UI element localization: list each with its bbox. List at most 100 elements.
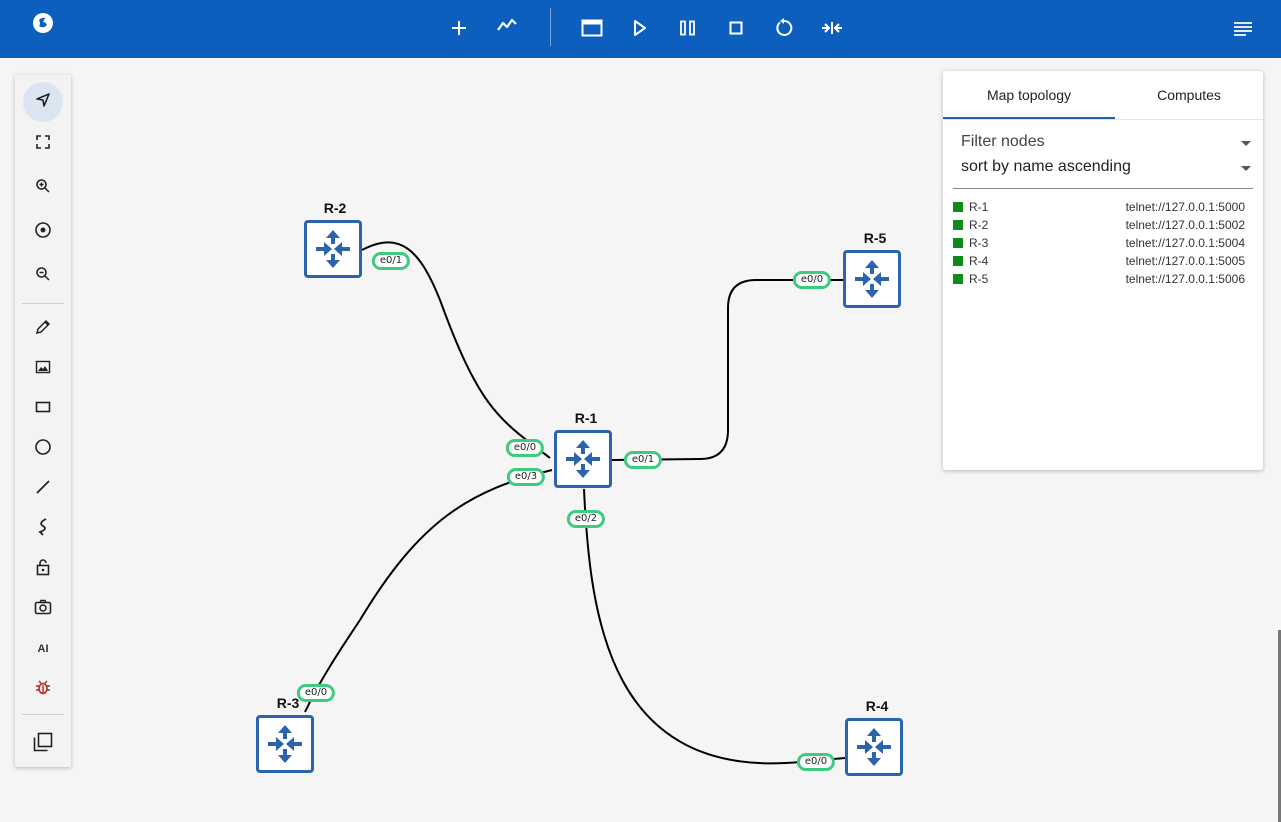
- filter-nodes-select[interactable]: Filter nodes: [961, 133, 1251, 155]
- node-label-r1: R-1: [574, 410, 598, 426]
- port-label-r1-e02[interactable]: e0/2: [566, 510, 606, 528]
- lock-button[interactable]: [23, 549, 63, 589]
- menu-button[interactable]: [1227, 14, 1259, 46]
- center-icon: [34, 221, 52, 244]
- tab-computes[interactable]: Computes: [1157, 87, 1221, 103]
- center-button[interactable]: [23, 212, 63, 252]
- rectangle-icon: [35, 400, 51, 418]
- status-indicator: [953, 238, 963, 248]
- console-window-button[interactable]: [576, 14, 608, 46]
- copy-button[interactable]: [23, 724, 63, 764]
- image-icon: [35, 359, 51, 380]
- router-icon: [566, 440, 600, 478]
- fit-screen-button[interactable]: [23, 124, 63, 164]
- node-label-r5: R-5: [863, 230, 887, 246]
- console-link[interactable]: telnet://127.0.0.1:5000: [1125, 200, 1245, 214]
- topology-canvas[interactable]: R-2 R-1 R-5 R-3 R-4 e0/1 e0/0 e0/3 e0/1 …: [0, 58, 1281, 822]
- toolbar-divider: [550, 8, 551, 46]
- dropdown-arrow-icon: [1241, 166, 1251, 171]
- pencil-icon: [35, 319, 51, 340]
- router-node-r5[interactable]: [843, 250, 901, 308]
- port-label-r3-e00[interactable]: e0/0: [296, 684, 336, 702]
- port-label-r1-e01[interactable]: e0/1: [623, 451, 663, 469]
- router-icon: [316, 230, 350, 268]
- tab-active-indicator: [943, 117, 1115, 119]
- console-link[interactable]: telnet://127.0.0.1:5006: [1125, 272, 1245, 286]
- zoom-out-icon: [35, 266, 51, 287]
- router-icon: [855, 260, 889, 298]
- select-tool-button[interactable]: [23, 82, 63, 122]
- tab-divider: [943, 119, 1263, 120]
- sort-select[interactable]: sort by name ascending: [961, 158, 1251, 180]
- router-node-r3[interactable]: [256, 715, 314, 773]
- top-toolbar: [0, 0, 1281, 58]
- list-item[interactable]: R-4 telnet://127.0.0.1:5005: [953, 253, 1245, 271]
- stop-icon: [728, 20, 744, 41]
- draw-rectangle-button[interactable]: [23, 389, 63, 429]
- port-label-r4-e00[interactable]: e0/0: [796, 753, 836, 771]
- link-r1-r3: [304, 469, 553, 713]
- curve-icon: [36, 517, 50, 541]
- tab-map-topology[interactable]: Map topology: [986, 87, 1072, 103]
- draw-curve-button[interactable]: [23, 509, 63, 549]
- list-item[interactable]: R-1 telnet://127.0.0.1:5000: [953, 199, 1245, 217]
- zoom-out-button[interactable]: [23, 256, 63, 296]
- link-r1-r2: [361, 241, 551, 459]
- suspend-button[interactable]: [672, 14, 704, 46]
- fit-screen-icon: [35, 134, 51, 155]
- list-item[interactable]: R-3 telnet://127.0.0.1:5004: [953, 235, 1245, 253]
- node-name: R-1: [969, 200, 989, 214]
- node-name: R-2: [969, 218, 989, 232]
- node-name: R-5: [969, 272, 989, 286]
- console-link[interactable]: telnet://127.0.0.1:5004: [1125, 236, 1245, 250]
- debug-button[interactable]: [23, 669, 63, 709]
- ai-button[interactable]: AI: [23, 629, 63, 669]
- scrollbar[interactable]: [1278, 630, 1281, 822]
- stop-button[interactable]: [720, 14, 752, 46]
- suspend-icon: [679, 20, 697, 41]
- screenshot-button[interactable]: [23, 589, 63, 629]
- list-item[interactable]: R-2 telnet://127.0.0.1:5002: [953, 217, 1245, 235]
- console-window-icon: [581, 19, 603, 42]
- list-item[interactable]: R-5 telnet://127.0.0.1:5006: [953, 271, 1245, 289]
- port-label-r1-e00[interactable]: e0/0: [505, 439, 545, 457]
- add-node-button[interactable]: [443, 14, 475, 46]
- router-node-r2[interactable]: [304, 220, 362, 278]
- reload-button[interactable]: [768, 14, 800, 46]
- zoom-in-button[interactable]: [23, 168, 63, 208]
- zoom-in-icon: [35, 178, 51, 199]
- console-link[interactable]: telnet://127.0.0.1:5002: [1125, 218, 1245, 232]
- port-label-r2-e01[interactable]: e0/1: [371, 252, 411, 270]
- capture-icon: [496, 17, 518, 38]
- node-name: R-3: [969, 236, 989, 250]
- collapse-button[interactable]: [816, 14, 848, 46]
- node-label-r3: R-3: [276, 695, 300, 711]
- node-name: R-4: [969, 254, 989, 268]
- dropdown-arrow-icon: [1241, 141, 1251, 146]
- node-label-r2: R-2: [323, 200, 347, 216]
- reload-icon: [774, 17, 794, 43]
- lock-icon: [36, 558, 50, 581]
- port-label-r1-e03[interactable]: e0/3: [506, 468, 546, 486]
- draw-line-button[interactable]: [23, 469, 63, 509]
- status-indicator: [953, 220, 963, 230]
- start-button[interactable]: [624, 14, 656, 46]
- copy-icon: [33, 732, 53, 757]
- app-logo-icon[interactable]: [30, 10, 56, 36]
- console-link[interactable]: telnet://127.0.0.1:5005: [1125, 254, 1245, 268]
- draw-ellipse-button[interactable]: [23, 429, 63, 469]
- link-r1-r5: [611, 279, 843, 461]
- draw-pencil-button[interactable]: [23, 309, 63, 349]
- rail-divider: [22, 303, 64, 304]
- router-node-r1[interactable]: [554, 430, 612, 488]
- router-node-r4[interactable]: [845, 718, 903, 776]
- ai-icon: AI: [37, 643, 49, 655]
- add-node-icon: [450, 19, 468, 42]
- filter-nodes-label: Filter nodes: [961, 133, 1045, 150]
- capture-button[interactable]: [491, 11, 523, 43]
- router-icon: [268, 725, 302, 763]
- ellipse-icon: [34, 438, 52, 461]
- bug-icon: [35, 679, 51, 700]
- port-label-r5-e00[interactable]: e0/0: [792, 271, 832, 289]
- insert-image-button[interactable]: [23, 349, 63, 389]
